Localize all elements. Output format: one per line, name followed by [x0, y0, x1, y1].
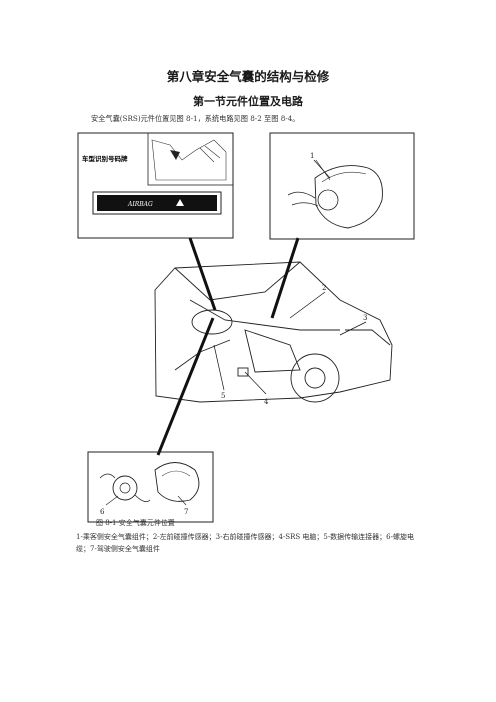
vin-plate-text: AIRBAG	[127, 201, 153, 208]
section-subtitle: 第一节元件位置及电路	[193, 95, 303, 108]
vin-label: 车型识别号码牌	[82, 154, 128, 163]
callout-5: 5	[221, 392, 225, 400]
callout-2: 2	[322, 284, 326, 292]
callout-labels: 1 2 3 4 5 6 7	[100, 152, 367, 516]
leader-lines	[156, 159, 367, 456]
callout-3: 3	[363, 314, 367, 322]
figure-caption: 图 8-1 安全气囊元件位置	[96, 519, 175, 527]
driver-airbag-inset	[87, 451, 214, 523]
vin-plate-inset: 车型识别号码牌 AIRBAG	[77, 132, 234, 239]
callout-7: 7	[184, 508, 188, 516]
figure-legend: 1-乘客侧安全气囊组件；2-左前碰撞传感器；3-右前碰撞传感器；4-SRS 电脑…	[76, 533, 414, 553]
vehicle-cutaway	[154, 261, 393, 403]
callout-4: 4	[264, 398, 269, 406]
airbag-component-figure: 车型识别号码牌 AIRBAG	[77, 132, 415, 523]
callout-1: 1	[310, 152, 314, 160]
page-title: 第八章安全气囊的结构与检修	[166, 69, 330, 84]
callout-6: 6	[100, 508, 105, 516]
intro-paragraph: 安全气囊(SRS)元件位置见图 8-1，系统电路见图 8-2 至图 8-4。	[91, 114, 300, 123]
passenger-airbag-inset	[269, 132, 415, 240]
